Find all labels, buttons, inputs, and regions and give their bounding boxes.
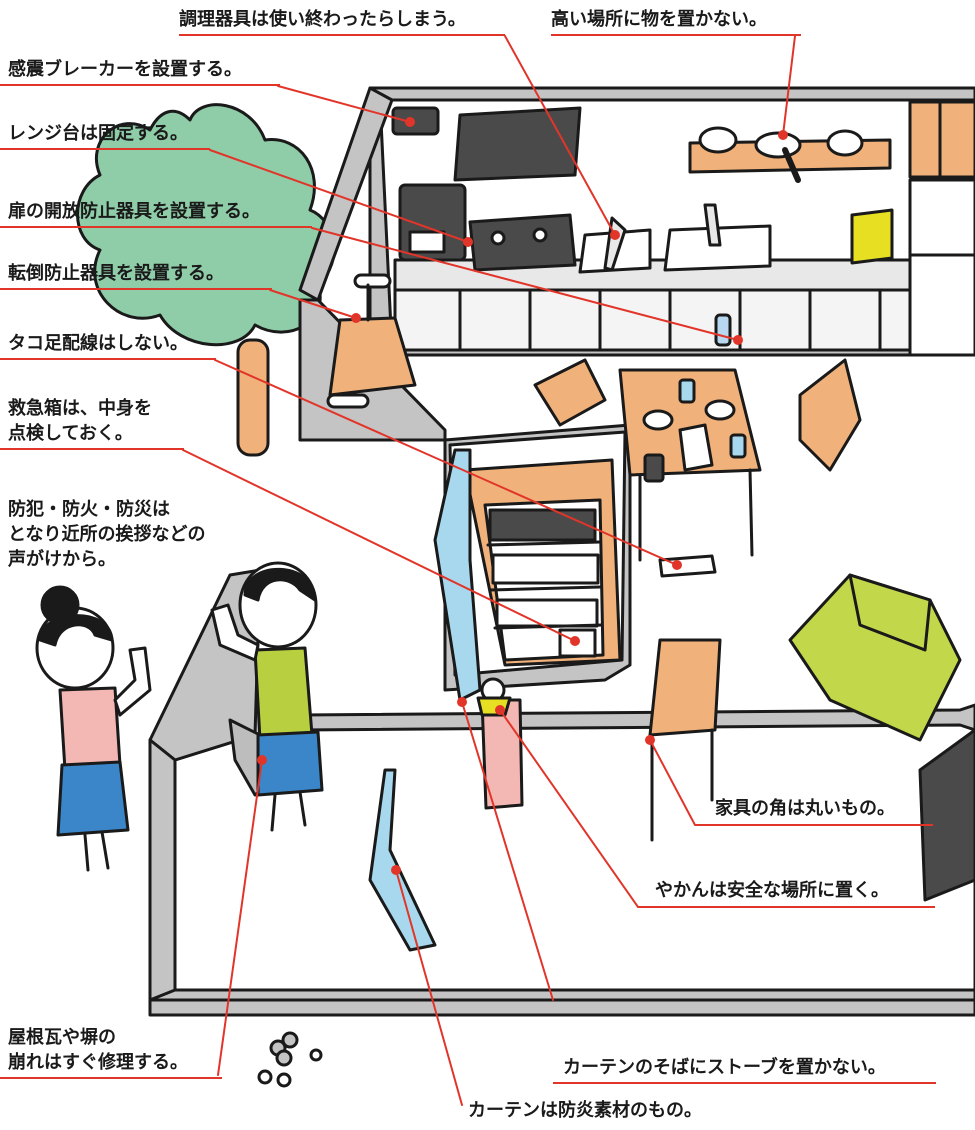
label-high-places-underline bbox=[551, 34, 801, 36]
label-roof: 屋根瓦や塀の 崩れはすぐ修理する。 bbox=[8, 1025, 188, 1075]
heater-and-kettle bbox=[476, 677, 524, 810]
label-high-places: 高い場所に物を置かない。 bbox=[551, 9, 767, 30]
label-roof-line2: 崩れはすぐ修理する。 bbox=[8, 1052, 188, 1073]
label-octopus-wiring: タコ足配線はしない。 bbox=[8, 333, 188, 354]
tv bbox=[918, 728, 975, 902]
kitchen-counter bbox=[391, 100, 975, 357]
label-breaker-underline bbox=[0, 84, 280, 86]
tree bbox=[76, 103, 336, 457]
label-neighbors-line1: 防犯・防火・防災は bbox=[8, 499, 170, 520]
rubble bbox=[257, 1031, 323, 1088]
label-furniture-corners: 家具の角は丸いもの。 bbox=[715, 798, 895, 819]
person-green-shirt bbox=[210, 561, 324, 832]
label-cookware-underline bbox=[179, 34, 505, 36]
curtains bbox=[368, 448, 482, 952]
label-stove-stand: レンジ台は固定する。 bbox=[8, 123, 188, 144]
leader-lines bbox=[182, 35, 796, 1106]
low-table bbox=[648, 638, 722, 842]
label-neighbors: 防犯・防火・防災は となり近所の挨拶などの 声がけから。 bbox=[8, 497, 205, 572]
label-first-aid-line1: 救急箱は、中身を bbox=[8, 398, 152, 419]
person-pink-shirt bbox=[35, 585, 152, 872]
label-door-stopper-underline bbox=[0, 226, 312, 228]
label-neighbors-line2: となり近所の挨拶などの bbox=[8, 524, 206, 545]
label-first-aid: 救急箱は、中身を 点検しておく。 bbox=[8, 396, 152, 446]
label-furniture-corners-underline bbox=[695, 824, 933, 826]
label-kettle: やかんは安全な場所に置く。 bbox=[655, 880, 889, 901]
label-door-stopper: 扉の開放防止器具を設置する。 bbox=[8, 201, 260, 222]
label-cookware: 調理器具は使い終わったらしまう。 bbox=[179, 9, 466, 30]
label-neighbors-line3: 声がけから。 bbox=[8, 549, 116, 570]
bookcase bbox=[463, 458, 622, 667]
label-anti-tip: 転倒防止器具を設置する。 bbox=[8, 263, 224, 284]
label-stove-stand-underline bbox=[0, 148, 210, 150]
label-anti-tip-underline bbox=[0, 288, 272, 290]
label-first-aid-line2: 点検しておく。 bbox=[8, 423, 133, 444]
dining-set bbox=[533, 358, 862, 578]
label-breaker: 感震ブレーカーを設置する。 bbox=[8, 59, 242, 80]
label-heater-curtain: カーテンのそばにストーブを置かない。 bbox=[563, 1057, 886, 1078]
sofa bbox=[788, 573, 962, 742]
label-kettle-underline bbox=[638, 906, 935, 908]
label-heater-curtain-underline bbox=[553, 1082, 936, 1084]
label-curtain-material: カーテンは防炎素材のもの。 bbox=[468, 1100, 702, 1121]
label-roof-line1: 屋根瓦や塀の bbox=[8, 1027, 116, 1048]
label-first-aid-underline bbox=[0, 448, 184, 450]
label-octopus-wiring-underline bbox=[0, 358, 216, 360]
kitchen-stool bbox=[326, 273, 417, 409]
label-roof-underline bbox=[0, 1077, 222, 1079]
